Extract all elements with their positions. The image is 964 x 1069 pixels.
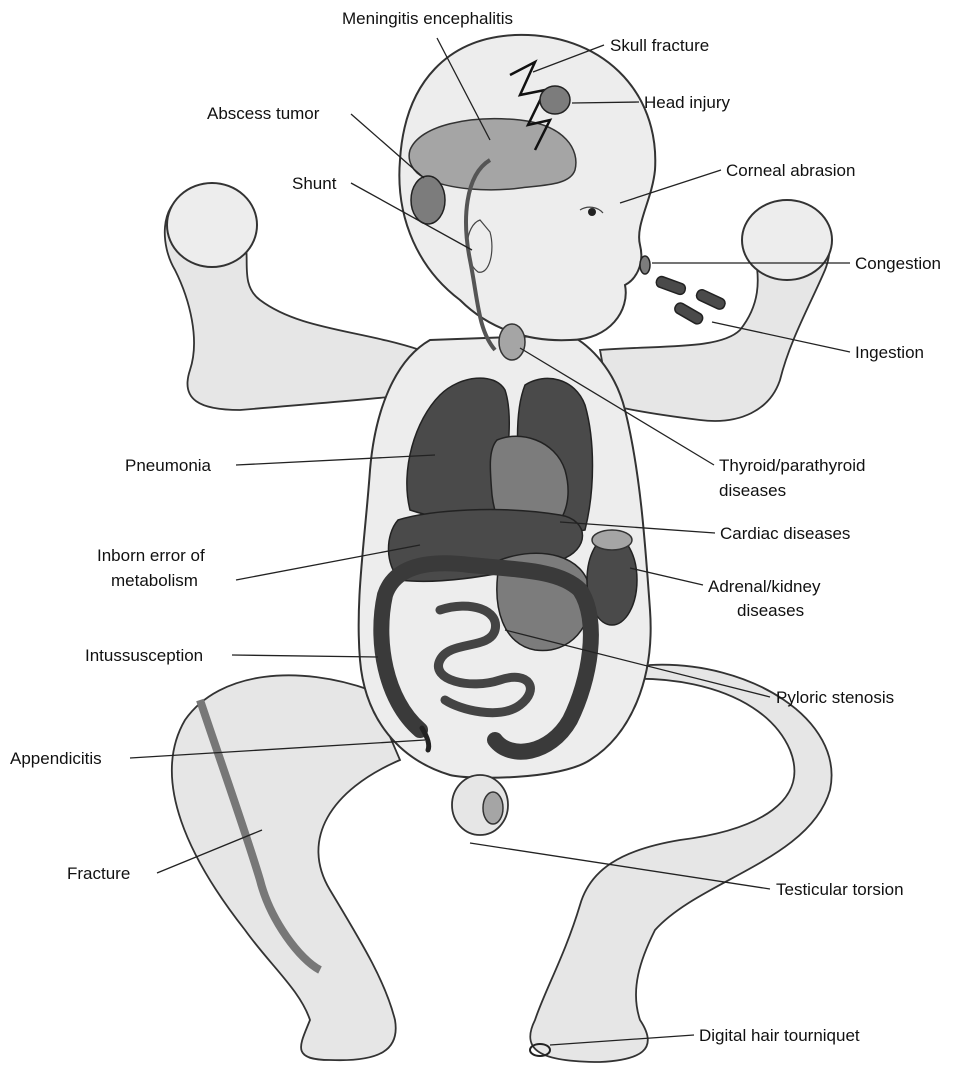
abscess: [411, 176, 445, 224]
label-intussusception: Intussusception: [85, 646, 203, 665]
label-skull-fracture: Skull fracture: [610, 36, 709, 55]
label-congestion: Congestion: [855, 254, 941, 273]
label-abscess-tumor: Abscess tumor: [207, 104, 320, 123]
eye-pupil: [588, 208, 596, 216]
pill-3: [673, 301, 704, 326]
label-cardiac-diseases: Cardiac diseases: [720, 524, 850, 543]
label-appendicitis: Appendicitis: [10, 749, 102, 768]
label-ingestion: Ingestion: [855, 343, 924, 362]
pill-2: [695, 288, 727, 311]
label-pneumonia: Pneumonia: [125, 456, 212, 475]
label-thyroid-1: Thyroid/parathyroid: [719, 456, 865, 475]
label-testicular-torsion: Testicular torsion: [776, 880, 904, 899]
thyroid: [499, 324, 525, 360]
label-inborn-1: Inborn error of: [97, 546, 205, 565]
label-pyloric-stenosis: Pyloric stenosis: [776, 688, 894, 707]
pill-1: [655, 275, 687, 296]
label-shunt: Shunt: [292, 174, 337, 193]
label-fracture: Fracture: [67, 864, 130, 883]
adrenal: [592, 530, 632, 550]
leader-intussusception: [232, 655, 378, 657]
label-corneal-abrasion: Corneal abrasion: [726, 161, 855, 180]
head-injury-spot: [540, 86, 570, 114]
label-meningitis-encephalitis: Meningitis encephalitis: [342, 9, 513, 28]
label-digital-hair-tourniquet: Digital hair tourniquet: [699, 1026, 860, 1045]
label-adrenal-2: diseases: [737, 601, 804, 620]
right-leg: [172, 675, 400, 1060]
infant-illustration: [165, 35, 832, 1062]
label-head-injury: Head injury: [644, 93, 730, 112]
right-fist: [167, 183, 257, 267]
nasal-congestion: [640, 256, 650, 274]
label-adrenal-1: Adrenal/kidney: [708, 577, 821, 596]
testis: [483, 792, 503, 824]
label-inborn-2: metabolism: [111, 571, 198, 590]
label-thyroid-2: diseases: [719, 481, 786, 500]
left-fist: [742, 200, 832, 280]
